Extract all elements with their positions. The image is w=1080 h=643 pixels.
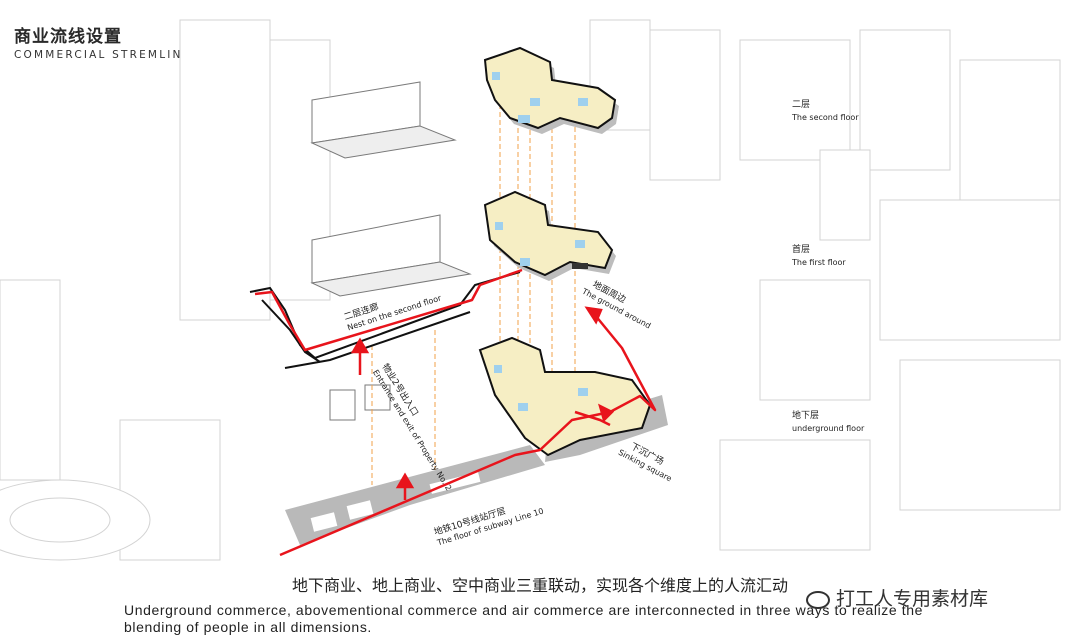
- first-floor-glass-1: [495, 222, 503, 230]
- block-right-6: [899, 359, 1061, 511]
- page-subtitle: COMMERCIAL STREMLINE: [14, 49, 192, 61]
- caption: 地下商业、地上商业、空中商业三重联动，实现各个维度上的人流汇动 Undergro…: [0, 572, 1080, 636]
- arrow-up-subway-head: [395, 472, 415, 489]
- block-right-3: [959, 59, 1061, 211]
- second-floor-glass-1: [492, 72, 500, 80]
- second-floor-label-cn: 二层: [792, 99, 810, 110]
- route-sinking-square: [574, 410, 611, 427]
- underground-plate: [285, 336, 668, 545]
- block-right-2: [859, 29, 951, 171]
- second-floor-label-en: The second floor: [791, 113, 859, 122]
- watermark: 打工人专用素材库: [806, 584, 988, 611]
- arrow-up-entrance-head: [350, 337, 370, 354]
- route-second-floor-corridor: [254, 268, 523, 352]
- second-floor-glass-4: [518, 115, 530, 123]
- arrow-sinking-head: [598, 403, 615, 423]
- block-right-1: [739, 39, 851, 161]
- caption-en: Underground commerce, abovementional com…: [0, 602, 1080, 636]
- block-right-7: [719, 439, 871, 551]
- mass-lower-top: [310, 261, 472, 297]
- subway-hall-void-1: [310, 512, 338, 532]
- second-floor-plate: [483, 46, 619, 134]
- second-floor-glass-2: [530, 98, 540, 106]
- block-right-5: [759, 279, 871, 401]
- first-floor-plate: [483, 190, 616, 281]
- corridor-edge-lower: [284, 311, 471, 369]
- underground-glass-3: [578, 388, 588, 396]
- roundabout-inner: [9, 497, 111, 543]
- streamline-diagram: 二层 The second floor 首层 The first floor 地…: [0, 19, 1061, 561]
- entrance-label-en: Entrance and exit of Property No. 2: [371, 368, 453, 492]
- tower-left: [179, 19, 271, 321]
- underground-label-en: underground floor: [792, 424, 865, 433]
- context-masses: [310, 81, 472, 421]
- level-labels: 二层 The second floor 首层 The first floor 地…: [791, 99, 865, 433]
- first-floor-label-en: The first floor: [791, 258, 846, 267]
- route-arrows: [350, 306, 615, 500]
- mass-upper-top: [310, 125, 457, 159]
- block-right-4: [879, 199, 1061, 341]
- caption-cn: 地下商业、地上商业、空中商业三重联动，实现各个维度上的人流汇动: [291, 576, 788, 595]
- subway-hall-void-3: [429, 472, 481, 494]
- context-buildings: [0, 19, 1061, 561]
- second-floor-glass-3: [578, 98, 588, 106]
- kiosk-2: [364, 384, 391, 411]
- first-floor-glass-2: [520, 258, 530, 266]
- watermark-text: 打工人专用素材库: [836, 588, 989, 610]
- block-far-left: [0, 279, 61, 481]
- first-floor-glass-3: [575, 240, 585, 248]
- page-header: 商业流线设置 COMMERCIAL STREMLINE: [14, 22, 191, 61]
- page-title: 商业流线设置: [14, 27, 122, 47]
- first-floor-stair: [572, 263, 588, 269]
- wechat-icon: [806, 590, 830, 609]
- first-floor-label-cn: 首层: [792, 243, 810, 255]
- block-mid-right: [819, 149, 871, 241]
- second-floor-outline: [483, 46, 617, 130]
- underground-label-cn: 地下层: [792, 409, 819, 421]
- underground-glass-1: [494, 365, 502, 373]
- kiosk-1: [329, 389, 356, 421]
- first-floor-outline: [483, 190, 614, 277]
- underground-glass-2: [518, 403, 528, 411]
- corridor-edge-inner: [261, 299, 321, 363]
- subway-hall-void-2: [346, 500, 374, 520]
- arrow-ground-head: [584, 306, 603, 325]
- caption-en-line2: blending of people in all dimensions.: [124, 619, 372, 635]
- block-top-right: [649, 29, 721, 181]
- caption-en-line1: Underground commerce, abovementional com…: [124, 602, 924, 618]
